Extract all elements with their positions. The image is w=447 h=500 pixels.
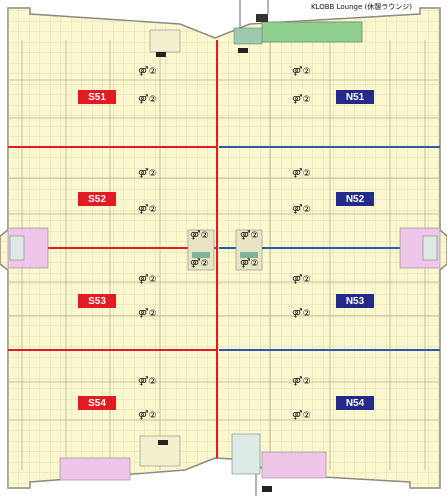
restroom-icon: ⚤②: [138, 66, 157, 77]
stair-core-top-left: [149, 29, 181, 53]
stairs-icon-bottom-right: [262, 486, 272, 492]
hall-label-n51-text: N51: [345, 91, 365, 103]
klobb-lounge-area[interactable]: [261, 21, 363, 43]
restroom-icon: ⚤②: [138, 410, 157, 421]
column-lines: [8, 40, 440, 470]
hall-label-s51-text: S51: [88, 91, 106, 103]
restroom-icon: ⚤②: [138, 94, 157, 105]
stairs-icon-top: [256, 14, 268, 22]
restroom-icon: ⚤②: [292, 274, 311, 285]
hall-label-s52-text: S52: [88, 193, 106, 205]
stairs-icon-bottom-left: [158, 440, 168, 445]
restroom-icon: ⚤②: [138, 308, 157, 319]
restroom-icon: ⚤②: [138, 168, 157, 179]
elevator-hall-top: [233, 27, 263, 45]
escalator-left: [192, 252, 210, 258]
elevator-left: [9, 235, 25, 261]
restroom-icon: ⚤②: [240, 230, 259, 241]
pink-area-bottom-left: [59, 457, 131, 481]
pink-area-bottom-right: [261, 451, 327, 479]
hall-label-s54[interactable]: S54: [78, 396, 116, 410]
klobb-lounge-label: KLOBB Lounge (休憩ラウンジ): [311, 3, 412, 11]
hall-label-n54[interactable]: N54: [336, 396, 374, 410]
restroom-icon: ⚤②: [138, 204, 157, 215]
hall-label-s51[interactable]: S51: [78, 90, 116, 104]
restroom-icon: ⚤②: [190, 258, 209, 269]
restroom-icon: ⚤②: [292, 66, 311, 77]
restroom-icon: ⚤②: [138, 274, 157, 285]
elevator-right: [422, 235, 438, 261]
hall-label-n51[interactable]: N51: [336, 90, 374, 104]
restroom-icon: ⚤②: [190, 230, 209, 241]
hall-label-n54-text: N54: [345, 397, 365, 409]
restroom-markers: ⚤② ⚤② ⚤② ⚤② ⚤② ⚤② ⚤② ⚤② ⚤② ⚤② ⚤② ⚤② ⚤② ⚤② ⚤② ⚤② ⚤② ⚤② ⚤② ⚤②: [138, 66, 311, 421]
hall-label-s53-text: S53: [88, 295, 106, 307]
hall-label-s52[interactable]: S52: [78, 192, 116, 206]
restroom-icon: ⚤②: [292, 204, 311, 215]
restroom-icon: ⚤②: [292, 376, 311, 387]
hall-label-s54-text: S54: [88, 397, 106, 409]
hall-label-s53[interactable]: S53: [78, 294, 116, 308]
hall-label-n53[interactable]: N53: [336, 294, 374, 308]
escalator-right: [240, 252, 258, 258]
restroom-icon: ⚤②: [292, 410, 311, 421]
elevator-hall-bottom: [231, 433, 261, 475]
restroom-icon: ⚤②: [292, 308, 311, 319]
restroom-icon: ⚤②: [292, 94, 311, 105]
restroom-icon: ⚤②: [138, 376, 157, 387]
restroom-icon: ⚤②: [292, 168, 311, 179]
center-core-left: [187, 229, 215, 271]
restroom-icon: ⚤②: [240, 258, 259, 269]
hall-label-n52-text: N52: [345, 193, 365, 205]
hall-label-n52[interactable]: N52: [336, 192, 374, 206]
stairs-icon-top-left: [156, 52, 166, 57]
stairs-icon-top-right: [238, 48, 248, 53]
center-core-right: [235, 229, 263, 271]
hall-label-n53-text: N53: [345, 295, 365, 307]
